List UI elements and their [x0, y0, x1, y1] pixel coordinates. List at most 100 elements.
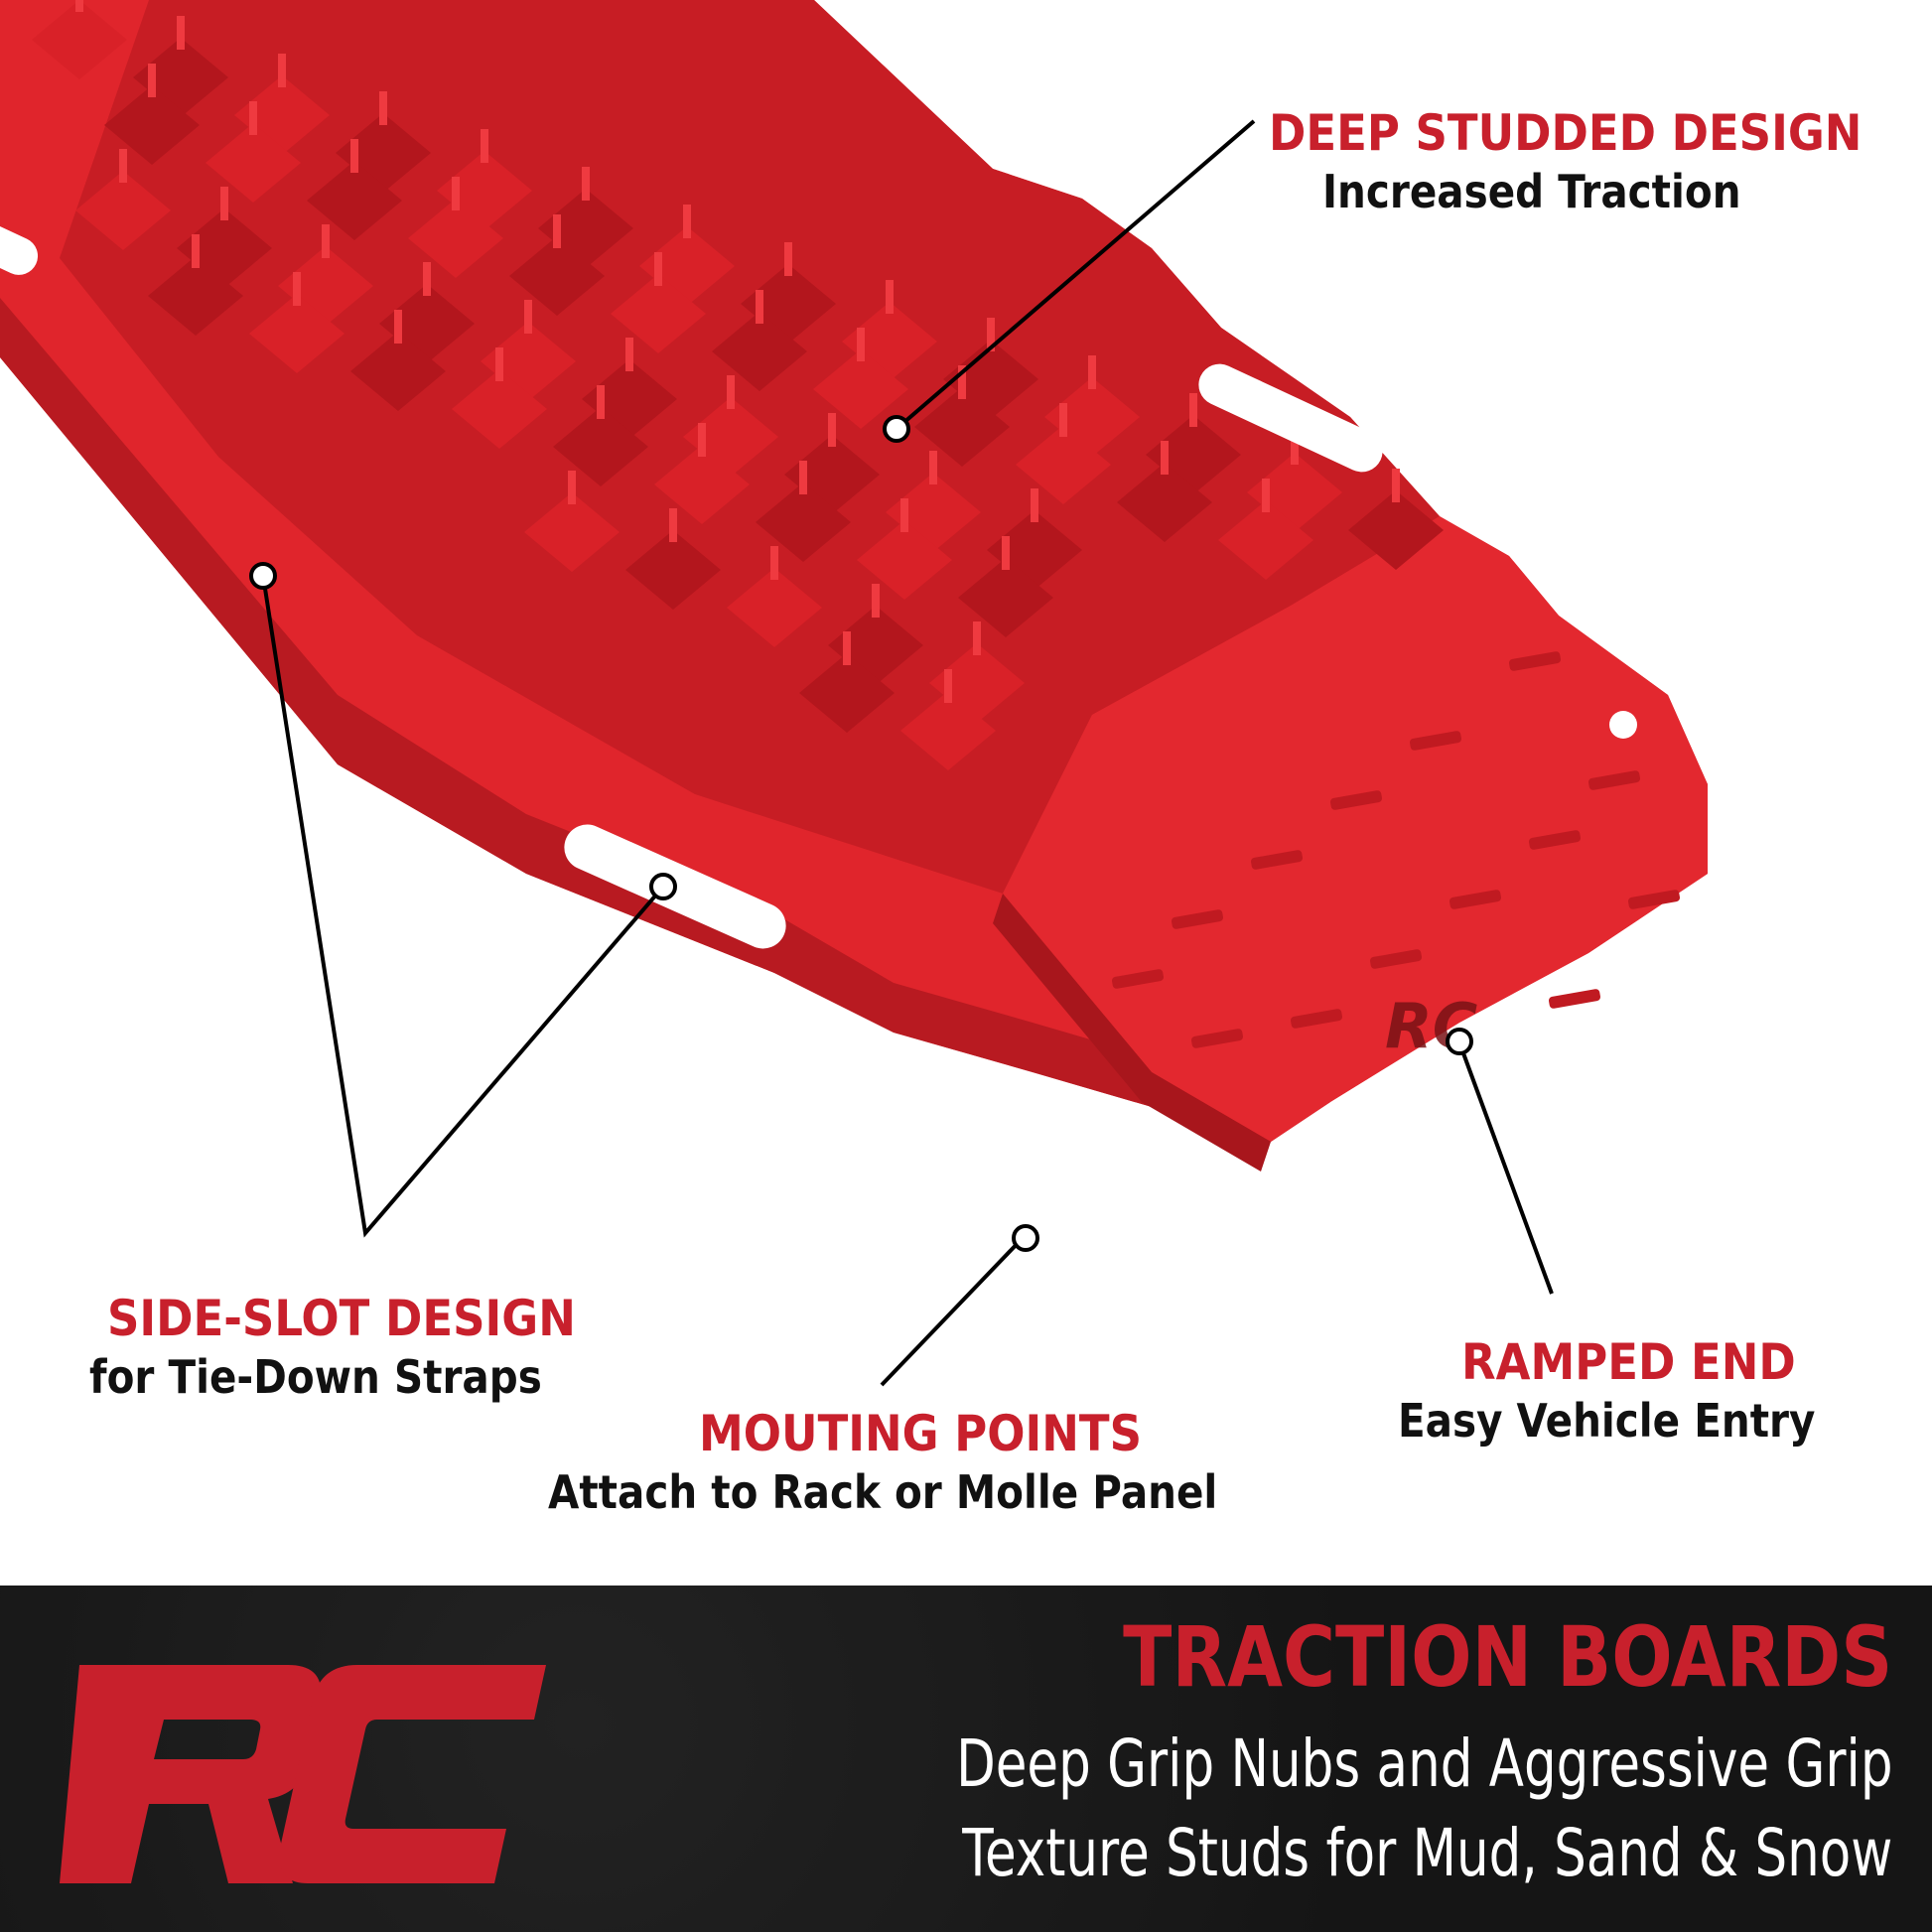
- stud-spike: [683, 205, 691, 238]
- callout-title: RAMPED END: [1461, 1333, 1796, 1391]
- stud-pyramid: [509, 236, 605, 316]
- stud-spike: [379, 91, 387, 125]
- callout-dot: [649, 873, 677, 900]
- stud-spike: [654, 252, 662, 286]
- stud-spike: [249, 101, 257, 135]
- stud-spike: [857, 328, 865, 361]
- stud-spike: [481, 129, 488, 163]
- stud-pyramid: [625, 530, 721, 610]
- callout-dots: [249, 415, 1473, 1252]
- ramp-grip-ridge: [1171, 909, 1224, 929]
- stud-pyramid: [524, 492, 620, 572]
- stud-spike: [553, 214, 561, 248]
- stud-spike: [1088, 355, 1096, 389]
- ramp-grip-ridge: [1409, 731, 1462, 751]
- leader-mounting: [880, 1236, 1025, 1387]
- ramp-grip-ridge: [1290, 1009, 1343, 1029]
- callout-dot: [883, 415, 910, 443]
- mounting-hole: [1046, 1215, 1078, 1247]
- ramp-grip-ridge: [1250, 850, 1304, 870]
- mounting-hole: [1609, 711, 1637, 739]
- stud-spike: [698, 423, 706, 457]
- stud-spike: [582, 167, 590, 201]
- logo-letter-c: [279, 1665, 546, 1883]
- callout-subtitle: Attach to Rack or Molle Panel: [548, 1465, 1218, 1519]
- stud-spike: [1291, 431, 1299, 465]
- stud-spike: [148, 64, 156, 97]
- stud-spike: [799, 461, 807, 494]
- stud-spike: [929, 451, 937, 484]
- stud-spike: [669, 508, 677, 542]
- stud-spike: [886, 280, 894, 314]
- stud-spike: [597, 385, 605, 419]
- callout-leaders: [261, 119, 1554, 1387]
- leader-deep-studded: [895, 119, 1256, 431]
- stud-spike: [1031, 488, 1038, 522]
- stud-spike: [192, 234, 200, 268]
- stud-pyramid: [307, 161, 402, 240]
- callout-subtitle: Increased Traction: [1322, 165, 1741, 218]
- stud-spike: [75, 0, 83, 12]
- stud-spike: [293, 272, 301, 306]
- leader-ramped: [1457, 1041, 1554, 1295]
- stud-pyramid: [727, 568, 822, 647]
- ramp-grip-ridge: [1329, 790, 1383, 810]
- stud-pyramid: [900, 691, 996, 770]
- stud-spike: [784, 242, 792, 276]
- ramp-grip-ridge: [1548, 989, 1601, 1009]
- stud-pattern: [32, 0, 1681, 1048]
- product-illustration: RC DEEP STUDDED DESIGN Increased Tractio…: [0, 0, 1872, 1521]
- stud-spike: [1189, 393, 1197, 427]
- callout-title: DEEP STUDDED DESIGN: [1269, 104, 1863, 162]
- callout-side-slot: SIDE-SLOT DESIGN for Tie-Down Straps: [89, 1289, 627, 1406]
- ramp-grip-ridge: [1369, 949, 1423, 969]
- stud-spike: [350, 139, 358, 173]
- stud-spike: [394, 310, 402, 344]
- stud-spike: [119, 149, 127, 183]
- stud-spike: [872, 584, 880, 618]
- ramped-end-panel: [1003, 516, 1708, 1142]
- bottom-banner: TRACTION BOARDS Deep Grip Nubs and Aggre…: [0, 1586, 1932, 1932]
- callout-ramped-end: RAMPED END Easy Vehicle Entry: [1398, 1332, 1872, 1449]
- callout-mounting-points: MOUTING POINTS Attach to Rack or Molle P…: [548, 1404, 1309, 1521]
- stud-pyramid: [1016, 425, 1111, 504]
- stud-spike: [524, 300, 532, 334]
- brand-logo: [60, 1665, 546, 1883]
- stud-spike: [452, 177, 460, 210]
- stud-spike: [727, 375, 735, 409]
- leader-side-slot: [261, 575, 665, 1238]
- ramp-grip-ridge: [1111, 969, 1165, 989]
- logo-letter-r: [60, 1665, 322, 1883]
- stud-pyramid: [206, 123, 301, 203]
- stud-spike: [828, 413, 836, 447]
- stud-pyramid: [756, 483, 851, 562]
- stud-pyramid: [914, 387, 1010, 467]
- callout-dot: [1012, 1224, 1039, 1252]
- stud-pyramid: [799, 653, 895, 733]
- stud-spike: [278, 54, 286, 87]
- stud-spike: [1002, 536, 1010, 570]
- stud-pyramid: [553, 407, 648, 486]
- ramp-grip-ridge: [1190, 1029, 1244, 1048]
- ramped-end-edge: [993, 894, 1271, 1172]
- stud-spike: [756, 290, 763, 324]
- callout-title: SIDE-SLOT DESIGN: [107, 1290, 576, 1347]
- stud-pyramid: [1117, 463, 1212, 542]
- stud-spike: [987, 318, 995, 351]
- stud-pyramid: [958, 558, 1053, 637]
- stud-pyramid: [104, 85, 200, 165]
- stud-spike: [843, 631, 851, 665]
- stud-spike: [322, 224, 330, 258]
- stud-spike: [973, 621, 981, 655]
- traction-board-image: RC: [0, 0, 1708, 1387]
- stud-spike: [1262, 479, 1270, 512]
- stud-pyramid: [813, 349, 908, 429]
- side-slot: [0, 219, 39, 275]
- stud-pyramid: [32, 0, 127, 79]
- callout-subtitle: Easy Vehicle Entry: [1398, 1394, 1816, 1448]
- side-slot: [1198, 363, 1383, 473]
- stud-spike: [423, 262, 431, 296]
- stud-pyramid: [1218, 500, 1313, 580]
- stud-spike: [177, 16, 185, 50]
- ramp-grip-ridge: [1449, 890, 1502, 909]
